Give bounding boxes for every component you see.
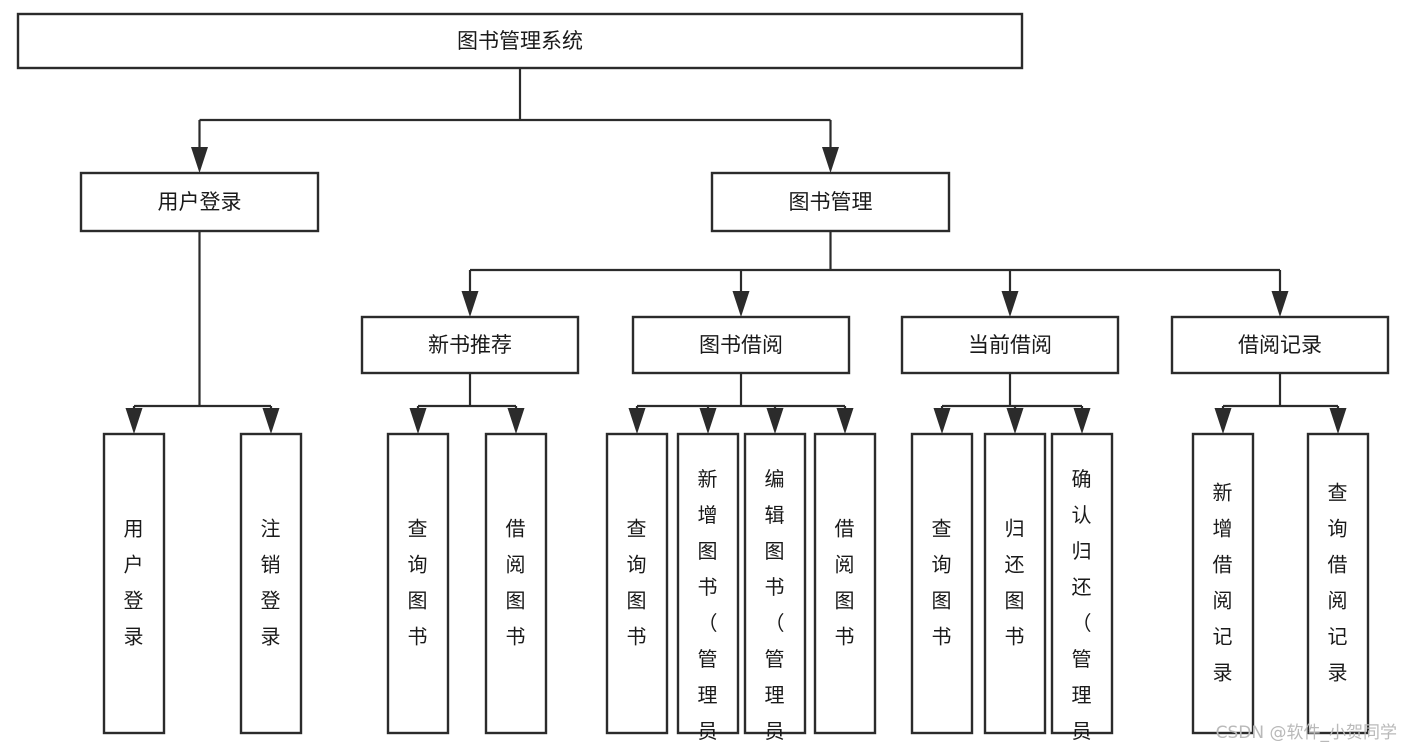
node-box[interactable] bbox=[813, 432, 877, 735]
node-box[interactable] bbox=[1191, 432, 1255, 735]
node-box[interactable] bbox=[710, 171, 951, 233]
node-box[interactable] bbox=[900, 315, 1120, 375]
node-box[interactable] bbox=[1306, 432, 1370, 735]
node-box[interactable] bbox=[102, 432, 166, 735]
node-label: 查询图书 bbox=[627, 516, 648, 648]
node-box[interactable] bbox=[386, 432, 450, 735]
edge-group-root bbox=[191, 68, 839, 173]
node-book-borrow[interactable]: 图书借阅 bbox=[631, 315, 851, 375]
node-leaf-logout[interactable]: 注销登录 bbox=[239, 432, 303, 735]
edge-arrowhead bbox=[1271, 291, 1289, 317]
node-box[interactable] bbox=[983, 432, 1047, 735]
node-label: 注销登录 bbox=[261, 516, 282, 648]
node-label: 新增图书（管理员） bbox=[698, 467, 719, 747]
edge-group-user-login bbox=[125, 231, 280, 434]
node-leaf-return-book[interactable]: 归还图书 bbox=[983, 432, 1047, 735]
node-new-book-recommend[interactable]: 新书推荐 bbox=[360, 315, 580, 375]
node-box[interactable] bbox=[743, 432, 807, 735]
edge-arrowhead bbox=[628, 408, 646, 434]
node-box[interactable] bbox=[910, 432, 974, 735]
node-box[interactable] bbox=[79, 171, 320, 233]
node-label: 图书借阅 bbox=[699, 333, 783, 357]
node-label: 新书推荐 bbox=[428, 333, 512, 357]
node-leaf-edit-book[interactable]: 编辑图书（管理员） bbox=[743, 432, 807, 747]
node-box[interactable] bbox=[605, 432, 669, 735]
edge-arrowhead bbox=[1006, 408, 1024, 434]
node-label: 借阅图书 bbox=[835, 516, 856, 648]
node-label: 借阅记录 bbox=[1238, 333, 1322, 357]
edge-arrowhead bbox=[836, 408, 854, 434]
node-box[interactable] bbox=[360, 315, 580, 375]
node-leaf-user-login[interactable]: 用户登录 bbox=[102, 432, 166, 735]
watermark-text: CSDN @软件_小贺同学 bbox=[1215, 723, 1397, 743]
edge-arrowhead bbox=[1001, 291, 1019, 317]
node-label: 图书管理 bbox=[789, 190, 873, 214]
edge-arrowhead bbox=[732, 291, 750, 317]
node-box[interactable] bbox=[631, 315, 851, 375]
node-box[interactable] bbox=[239, 432, 303, 735]
edge-arrowhead bbox=[262, 408, 280, 434]
node-book-manage[interactable]: 图书管理 bbox=[710, 171, 951, 233]
node-box[interactable] bbox=[1050, 432, 1114, 735]
edge-arrowhead bbox=[1214, 408, 1232, 434]
edge-arrowhead bbox=[191, 147, 208, 173]
node-leaf-confirm-return[interactable]: 确认归还（管理员） bbox=[1050, 432, 1114, 747]
node-leaf-borrow-book-rec[interactable]: 借阅图书 bbox=[484, 432, 548, 735]
node-label: 当前借阅 bbox=[968, 333, 1052, 357]
node-label: 查询图书 bbox=[408, 516, 429, 648]
edge-group-book-manage bbox=[461, 231, 1289, 317]
node-borrow-record[interactable]: 借阅记录 bbox=[1170, 315, 1390, 375]
node-label: 编辑图书（管理员） bbox=[765, 467, 786, 747]
edge-arrowhead bbox=[1329, 408, 1347, 434]
node-label: 查询借阅记录 bbox=[1328, 480, 1349, 684]
node-leaf-add-record[interactable]: 新增借阅记录 bbox=[1191, 432, 1255, 735]
edge-group-borrow-record bbox=[1214, 373, 1347, 434]
node-label: 归还图书 bbox=[1005, 516, 1026, 648]
edge-arrowhead bbox=[699, 408, 717, 434]
edge-arrowhead bbox=[766, 408, 784, 434]
node-root[interactable]: 图书管理系统 bbox=[16, 12, 1024, 70]
edge-group-book-borrow bbox=[628, 373, 854, 434]
edge-arrowhead bbox=[933, 408, 951, 434]
edges-layer bbox=[125, 68, 1347, 434]
node-user-login[interactable]: 用户登录 bbox=[79, 171, 320, 233]
node-box[interactable] bbox=[1170, 315, 1390, 375]
node-current-borrow[interactable]: 当前借阅 bbox=[900, 315, 1120, 375]
edge-arrowhead bbox=[822, 147, 839, 173]
node-box[interactable] bbox=[484, 432, 548, 735]
node-leaf-query-book[interactable]: 查询图书 bbox=[605, 432, 669, 735]
edge-arrowhead bbox=[125, 408, 143, 434]
node-box[interactable] bbox=[16, 12, 1024, 70]
node-label: 用户登录 bbox=[124, 516, 145, 648]
node-label: 查询图书 bbox=[932, 516, 953, 648]
edge-arrowhead bbox=[1073, 408, 1091, 434]
edge-group-new-book-recommend bbox=[409, 373, 525, 434]
node-leaf-query-book-rec[interactable]: 查询图书 bbox=[386, 432, 450, 735]
node-leaf-query-record[interactable]: 查询借阅记录 bbox=[1306, 432, 1370, 735]
edge-arrowhead bbox=[507, 408, 525, 434]
edge-arrowhead bbox=[409, 408, 427, 434]
node-label: 用户登录 bbox=[158, 190, 242, 214]
node-label: 新增借阅记录 bbox=[1213, 480, 1234, 684]
node-leaf-query-book-cur[interactable]: 查询图书 bbox=[910, 432, 974, 735]
edge-group-current-borrow bbox=[933, 373, 1091, 434]
node-leaf-borrow-book[interactable]: 借阅图书 bbox=[813, 432, 877, 735]
nodes-layer: 图书管理系统用户登录图书管理新书推荐图书借阅当前借阅借阅记录用户登录注销登录查询… bbox=[16, 12, 1390, 747]
node-label: 确认归还（管理员） bbox=[1072, 467, 1093, 747]
node-leaf-add-book[interactable]: 新增图书（管理员） bbox=[676, 432, 740, 747]
node-box[interactable] bbox=[676, 432, 740, 735]
node-label: 图书管理系统 bbox=[457, 29, 583, 53]
edge-arrowhead bbox=[461, 291, 479, 317]
node-label: 借阅图书 bbox=[506, 516, 527, 648]
